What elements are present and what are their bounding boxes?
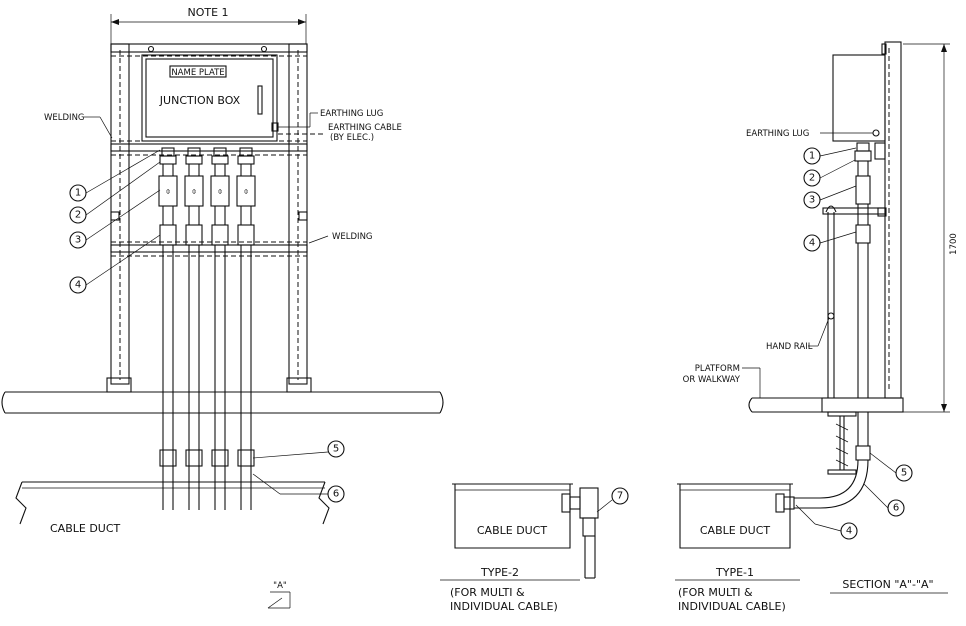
side-callout-3: 3 — [803, 185, 857, 209]
svg-text:1: 1 — [75, 188, 81, 199]
callout-2: 2 — [69, 161, 161, 224]
type2-title: TYPE-2 — [480, 566, 519, 579]
welding-right-label: WELDING — [332, 232, 373, 242]
earthing-lug-label: EARTHING LUG — [320, 109, 383, 119]
hand-rail-label: HAND RAIL — [766, 342, 813, 352]
svg-text:1: 1 — [809, 151, 815, 162]
type2-sub1: (FOR MULTI & — [450, 586, 525, 599]
type2-sub2: INDIVIDUAL CABLE) — [450, 600, 558, 613]
svg-text:3: 3 — [809, 195, 815, 206]
svg-text:4: 4 — [809, 238, 815, 249]
view-a-label: "A" — [273, 581, 287, 591]
callout-type1-4: 4 — [846, 526, 852, 537]
svg-text:2: 2 — [809, 173, 815, 184]
svg-text:⌽: ⌽ — [243, 187, 248, 197]
callout-5: 5 — [252, 440, 345, 459]
side-callout-1: 1 — [803, 147, 857, 165]
walkway-label: OR WALKWAY — [683, 375, 741, 385]
section-aa-label: SECTION "A"-"A" — [842, 578, 933, 591]
earthing-cable-label: EARTHING CABLE — [328, 123, 402, 133]
svg-text:2: 2 — [75, 210, 81, 221]
platform-label: PLATFORM — [695, 364, 740, 374]
junction-box-label: JUNCTION BOX — [159, 94, 241, 107]
earthing-lug-side-label: EARTHING LUG — [746, 129, 809, 139]
dimension-1700: 1700 — [949, 233, 959, 255]
side-callout-2: 2 — [803, 159, 856, 187]
earthing-cable-sub-label: (BY ELEC.) — [330, 133, 374, 143]
svg-text:⌽: ⌽ — [191, 187, 196, 197]
svg-text:5: 5 — [333, 444, 339, 455]
type2-detail: CABLE DUCT 7 TYPE-2 (FOR MULTI & INDIVID… — [440, 483, 629, 613]
cable-conduits: ⌽ ⌽ — [158, 147, 256, 510]
svg-text:4: 4 — [75, 280, 81, 291]
name-plate-label: NAME PLATE — [171, 68, 224, 78]
cable-duct-main-label: CABLE DUCT — [50, 522, 121, 535]
type1-sub2: INDIVIDUAL CABLE) — [678, 600, 786, 613]
callout-1: 1 — [69, 149, 161, 202]
cable-duct-type2-label: CABLE DUCT — [477, 524, 548, 537]
type1-title: TYPE-1 — [715, 566, 754, 579]
callout-type1-6: 6 — [893, 503, 899, 514]
note1-label: NOTE 1 — [187, 6, 228, 19]
section-view: EARTHING LUG HAND RAIL PLATFORM OR WALKW… — [683, 41, 959, 475]
svg-text:3: 3 — [75, 235, 81, 246]
callout-6: 6 — [252, 473, 345, 503]
front-view: NOTE 1 NAME PLATE JUNCTION BOX — [1, 6, 444, 609]
cable-duct-type1-label: CABLE DUCT — [700, 524, 771, 537]
type1-detail: CABLE DUCT 4 5 6 TYPE-1 (FOR MULTI & IND… — [675, 430, 948, 613]
callout-7: 7 — [617, 491, 623, 502]
side-callout-4: 4 — [803, 231, 857, 252]
callout-4: 4 — [69, 234, 161, 294]
welding-left-label: WELDING — [44, 113, 85, 123]
callout-type1-5: 5 — [901, 468, 907, 479]
svg-text:⌽: ⌽ — [165, 187, 170, 197]
svg-text:6: 6 — [333, 489, 339, 500]
callout-3: 3 — [69, 189, 161, 249]
type1-sub1: (FOR MULTI & — [678, 586, 753, 599]
svg-text:⌽: ⌽ — [217, 187, 222, 197]
